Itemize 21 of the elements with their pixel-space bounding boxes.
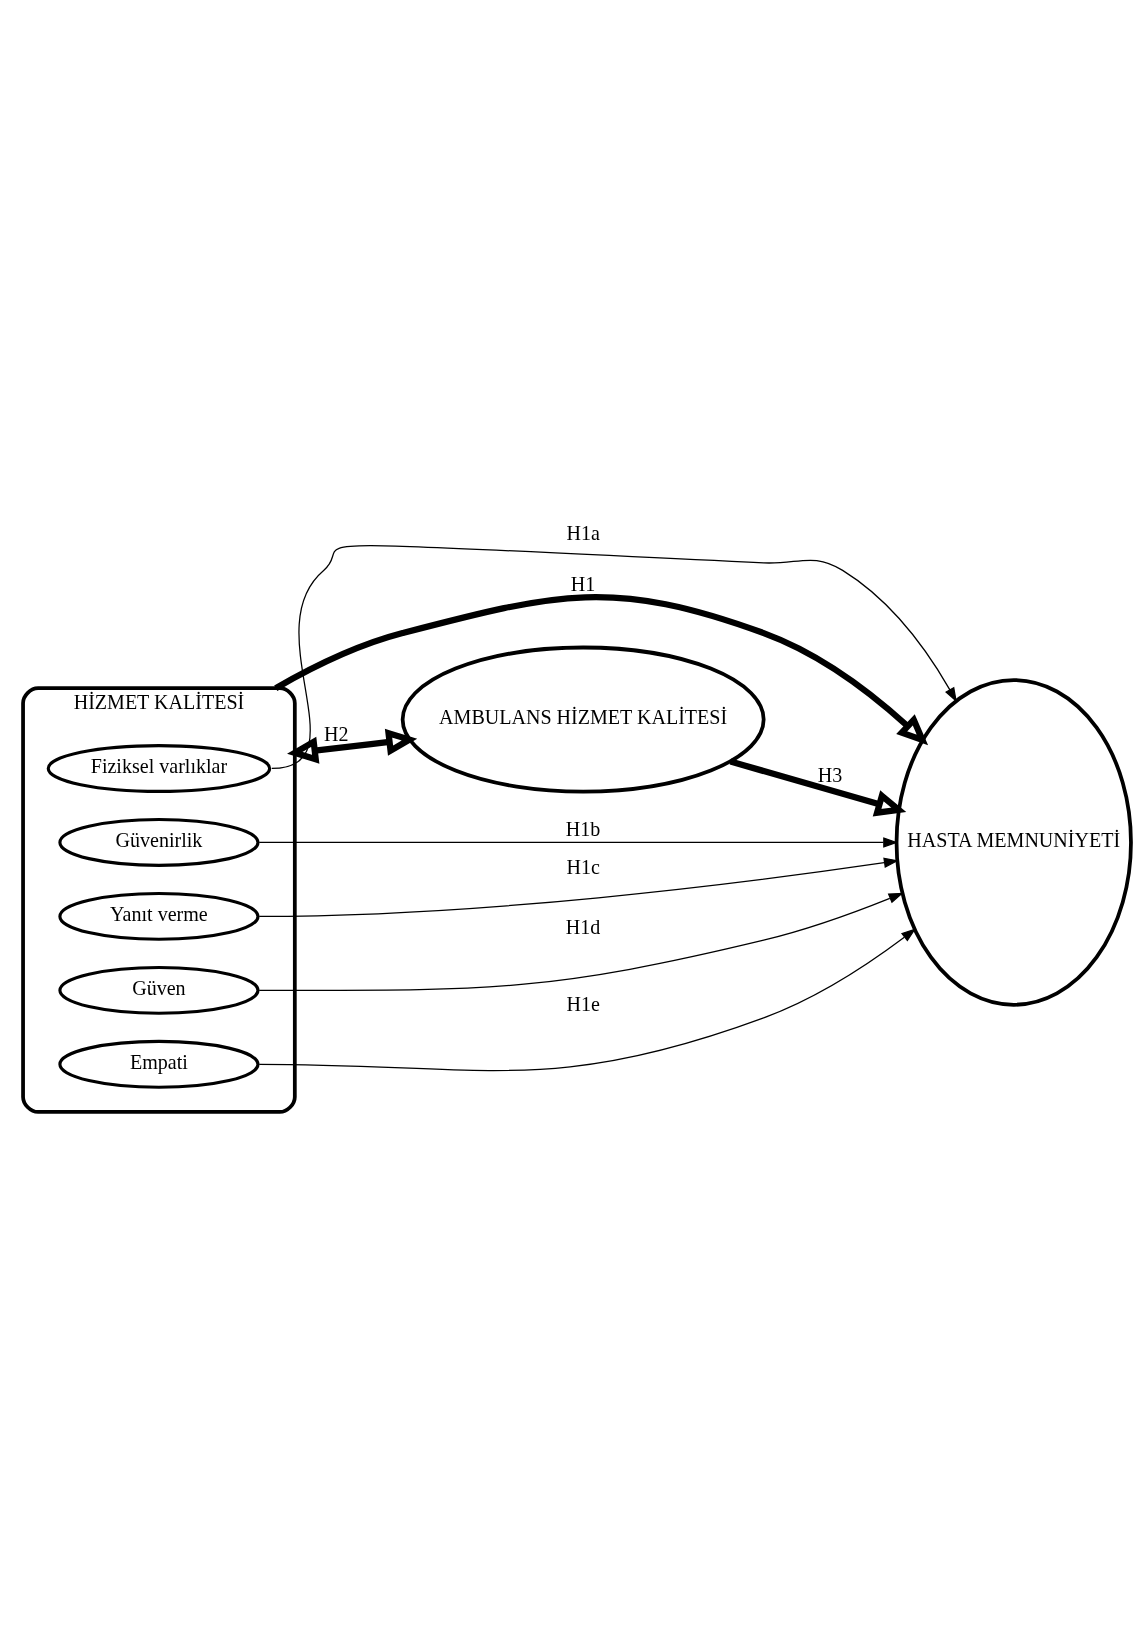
edge-label: H1a — [566, 521, 600, 544]
node-ellipse: Güvenirlik — [58, 817, 260, 867]
arrow — [287, 728, 418, 764]
arrow — [729, 758, 907, 816]
node-ellipse: Fiziksel varlıklar — [46, 743, 272, 793]
edge-label: H1 — [570, 572, 596, 595]
node-ellipse: Güven — [58, 965, 260, 1015]
edge-label: H1b — [565, 817, 601, 840]
edge-label: H1c — [566, 855, 600, 878]
edge-label: H3 — [817, 763, 843, 786]
node-ellipse: Yanıt verme — [58, 891, 260, 941]
edge-label: H2 — [323, 722, 349, 745]
node-ellipse: Empati — [58, 1039, 260, 1089]
arrow — [258, 927, 917, 1071]
arrow — [274, 593, 929, 745]
arrow — [258, 857, 899, 917]
arrow — [258, 892, 904, 991]
edge-label: H1d — [565, 915, 601, 938]
arrow — [271, 544, 957, 769]
node-ellipse: AMBULANS HİZMET KALİTESİ — [400, 645, 766, 794]
edge-label: H1e — [566, 992, 600, 1015]
